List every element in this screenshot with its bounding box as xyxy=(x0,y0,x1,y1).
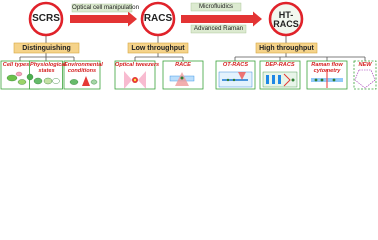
dep-racs-label: DEP-RACS xyxy=(265,62,295,68)
optical-manipulation-label: Optical cell manipulation xyxy=(72,4,140,11)
environmental-conditions-label-2: conditions xyxy=(67,67,97,74)
microfluidics-label: Microfluidics xyxy=(198,3,234,10)
advanced-raman-box xyxy=(190,24,247,34)
high-throughput-label: High throughput xyxy=(259,44,314,52)
laser-trap-icon xyxy=(124,71,146,89)
cell-cluster-icon xyxy=(6,71,34,85)
arrow-scrs-racs xyxy=(70,11,137,27)
cell-types-label: Cell types xyxy=(2,62,30,68)
low-throughput-label: Low throughput xyxy=(131,44,185,52)
ot-racs-label: OT-RACS xyxy=(222,62,249,68)
distinguishing-box xyxy=(13,42,80,54)
physiological-states-label-2: states xyxy=(38,67,55,74)
dep-racs-chip-icon xyxy=(262,71,298,88)
physiological-states-label-1: Physiological xyxy=(30,61,67,68)
unknown-icon xyxy=(354,69,376,89)
environment-icon xyxy=(69,76,98,86)
advanced-raman-label: Advanced Raman xyxy=(193,25,244,32)
raman-flow-label-2: cytometry xyxy=(313,67,341,74)
optical-tweezers-label: Optical tweezers xyxy=(115,62,160,68)
environmental-conditions-label-1: Environmental xyxy=(64,61,103,68)
arrow-racs-htracs xyxy=(181,11,262,27)
new-box xyxy=(353,60,377,90)
htracs-circle xyxy=(268,1,304,37)
low-throughput-box xyxy=(127,42,189,54)
optical-tweezers-box xyxy=(114,60,156,90)
race-label: RACE xyxy=(175,62,191,68)
microfluidics-box xyxy=(190,2,242,12)
diagram-canvas: SCRS RACS HT- RACS Optical cell manipula… xyxy=(0,0,378,90)
new-label: NEW xyxy=(358,62,372,68)
optical-manipulation-box xyxy=(71,3,133,13)
distinguishing-label: Distinguishing xyxy=(22,44,71,52)
racs-title: RACS xyxy=(143,12,173,24)
diagram-graphics xyxy=(0,1,377,90)
high-throughput-box xyxy=(255,42,318,54)
ot-racs-chip-icon xyxy=(218,71,253,88)
tree-lines xyxy=(19,34,366,61)
race-chip-icon xyxy=(169,72,195,86)
raman-flow-label-1: Raman flow xyxy=(311,61,343,68)
scrs-circle xyxy=(28,1,64,37)
cell-states-icon xyxy=(33,77,60,85)
physiological-states-box xyxy=(29,60,63,90)
htracs-title: HT- RACS xyxy=(273,10,299,30)
flow-cytometry-icon xyxy=(311,70,343,88)
racs-circle xyxy=(140,1,176,37)
scrs-title: SCRS xyxy=(32,12,60,24)
